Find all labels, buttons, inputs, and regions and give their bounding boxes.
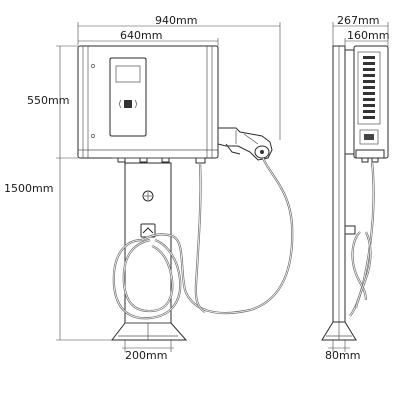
left-height-dimensions: 550mm 1500mm: [4, 45, 125, 341]
side-pillar: [332, 45, 346, 323]
cable-outlet: [195, 157, 206, 164]
side-cabinet-depth-dimension: 160mm: [344, 29, 389, 46]
column-bolt: [142, 190, 154, 202]
side-base: [321, 321, 357, 341]
side-depth-label: 267mm: [337, 14, 379, 27]
charger-cabinet: [77, 45, 219, 164]
base-width-label: 200mm: [125, 349, 167, 362]
total-height-label: 1500mm: [4, 182, 53, 195]
side-depth-dimension: 267mm: [332, 14, 389, 46]
total-width-label: 940mm: [155, 14, 197, 27]
cable-gland: [117, 157, 126, 163]
vent-fins: [363, 56, 375, 119]
cabinet-width-label: 640mm: [120, 29, 162, 42]
side-cable-hook: [344, 225, 356, 235]
screen: [115, 65, 141, 83]
charging-connector: [217, 127, 273, 161]
charging-cable: [112, 157, 294, 320]
cabinet-width-dimension: 640mm: [78, 29, 219, 46]
side-base-depth-label: 80mm: [325, 349, 360, 362]
side-cabinet-depth-label: 160mm: [347, 29, 389, 42]
front-view: 940mm 640mm 550mm 1500mm: [4, 14, 294, 362]
cabinet-height-label: 550mm: [27, 94, 69, 107]
side-cabinet: [344, 45, 389, 163]
cable-gland: [139, 157, 148, 163]
display-panel: [109, 57, 147, 137]
side-panel-box: [359, 129, 379, 145]
rfid-icon: [119, 99, 137, 109]
heat-sink-vents: [357, 51, 381, 125]
side-cable: [344, 161, 375, 317]
total-width-dimension: 940mm: [77, 14, 281, 140]
base-width-dimension: 200mm: [122, 340, 174, 362]
side-view: 267mm 160mm: [321, 14, 389, 362]
side-base-dimension: 80mm: [325, 340, 360, 362]
cable-gland: [161, 157, 170, 163]
pedestal-base: [110, 322, 188, 341]
